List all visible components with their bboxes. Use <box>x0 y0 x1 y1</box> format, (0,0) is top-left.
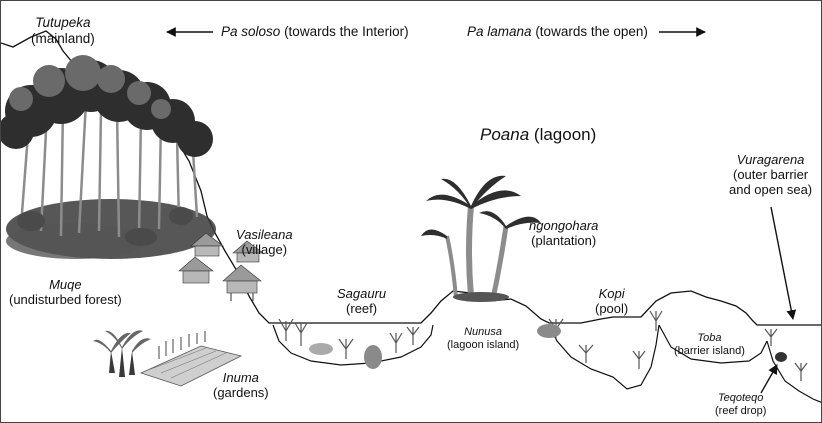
label-teqoteqo-name: Teqoteqo <box>717 392 764 404</box>
label-nunusa-gloss: (lagoon island) <box>447 338 520 351</box>
label-poana-name: Poana <box>480 125 530 144</box>
label-vasileana-gloss: (village) <box>241 241 288 257</box>
label-inuma: Inuma (gardens) <box>213 370 269 401</box>
label-toba-name: Toba <box>697 332 722 344</box>
label-pa-soloso-gloss: (towards the Interior) <box>284 24 409 39</box>
forest-icon <box>1 55 216 259</box>
label-vuragarena-gloss-1: (outer barrier <box>732 166 809 182</box>
arrow-down-icon <box>770 206 797 320</box>
hut-icon <box>178 232 264 301</box>
label-muqe: Muqe (undisturbed forest) <box>9 277 122 308</box>
label-kopi-name: Kopi <box>598 286 625 301</box>
label-poana-gloss: (lagoon) <box>533 125 597 144</box>
label-tutupeka-gloss: (mainland) <box>31 30 95 46</box>
label-pa-soloso: Pa soloso (towards the Interior) <box>221 24 409 40</box>
palm-tree-icon <box>421 175 541 302</box>
garden-icon <box>93 330 243 387</box>
lagoon-floor-west <box>272 324 434 366</box>
label-poana: Poana (lagoon) <box>480 125 596 145</box>
label-toba-gloss: (barrier island) <box>674 344 745 357</box>
label-pa-soloso-name: Pa soloso <box>221 24 281 39</box>
label-tutupeka: Tutupeka (mainland) <box>31 15 95 46</box>
coral-icon <box>278 310 808 381</box>
label-vuragarena-gloss-2: and open sea) <box>729 181 813 197</box>
label-pa-lamana-gloss: (towards the open) <box>535 24 648 39</box>
arrow-up-icon <box>760 364 778 394</box>
label-vasileana: Vasileana (village) <box>236 227 293 258</box>
label-toba: Toba (barrier island) <box>674 332 745 357</box>
label-sagauru-name: Sagauru <box>337 286 387 301</box>
label-ngongohara-name: ngongohara <box>529 218 599 233</box>
pool-basin <box>548 324 660 390</box>
reef-drop-wall <box>766 340 821 403</box>
label-ngongohara-gloss: (plantation) <box>531 232 597 248</box>
label-sagauru: Sagauru (reef) <box>337 286 387 317</box>
label-vuragarena-name: Vuragarena <box>736 152 805 167</box>
label-ngongohara: ngongohara (plantation) <box>529 218 599 249</box>
label-inuma-name: Inuma <box>222 370 259 385</box>
label-tutupeka-name: Tutupeka <box>35 15 91 30</box>
barrier-reef-base <box>658 324 768 364</box>
label-nunusa-name: Nunusa <box>464 326 503 338</box>
label-inuma-gloss: (gardens) <box>213 384 269 400</box>
label-muqe-name: Muqe <box>49 277 82 292</box>
label-muqe-gloss: (undisturbed forest) <box>9 291 122 307</box>
label-teqoteqo-gloss: (reef drop) <box>715 404 767 417</box>
label-kopi: Kopi (pool) <box>595 286 629 317</box>
label-vasileana-name: Vasileana <box>236 227 293 242</box>
label-nunusa: Nunusa (lagoon island) <box>447 326 519 351</box>
label-sagauru-gloss: (reef) <box>346 300 378 316</box>
label-pa-lamana-name: Pa lamana <box>467 24 532 39</box>
label-pa-lamana: Pa lamana (towards the open) <box>467 24 648 40</box>
label-vuragarena: Vuragarena (outer barrier and open sea) <box>729 152 813 198</box>
coral-mass-icon <box>309 324 787 369</box>
label-teqoteqo: Teqoteqo (reef drop) <box>715 392 766 417</box>
label-kopi-gloss: (pool) <box>595 300 629 316</box>
